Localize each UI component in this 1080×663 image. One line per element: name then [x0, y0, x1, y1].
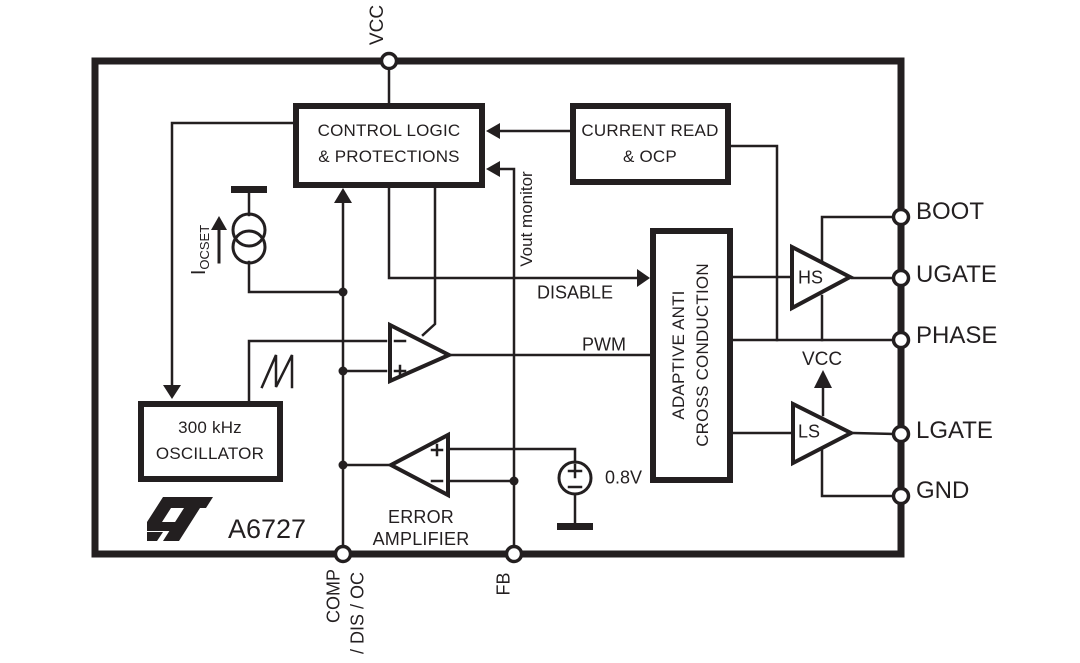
wire-currentread-to-phase [729, 144, 779, 342]
control-logic-box [293, 103, 485, 188]
junction-dot-comparator-plus [338, 366, 348, 376]
error-amplifier-label: ERROR AMPLIFIER [373, 506, 470, 550]
control-logic-label: CONTROL LOGIC & PROTECTIONS [318, 118, 461, 170]
hs-driver-label: HS [798, 267, 824, 288]
pin-label-dis-oc: / DIS / OC [347, 571, 368, 655]
control-logic-label-line2: & PROTECTIONS [318, 147, 460, 166]
wire-source-to-comp-node [247, 260, 343, 294]
pin-label-phase: PHASE [916, 322, 998, 349]
signal-label-pwm: PWM [582, 334, 626, 355]
anti-cross-label: ADAPTIVE ANTI CROSS CONDUCTION [667, 263, 715, 447]
junction-dot-fb-erramp [509, 476, 519, 486]
anti-cross-label-line1: ADAPTIVE ANTI [669, 290, 688, 420]
pin-label-ugate: UGATE [916, 261, 997, 288]
pin-label-lgate: LGATE [916, 417, 993, 444]
pin-label-fb: FB [493, 572, 514, 596]
arrowhead-iocset [211, 216, 227, 230]
ls-driver-label: LS [798, 421, 821, 442]
sawtooth-waveform-icon [260, 354, 294, 389]
chip-boundary-box [91, 57, 905, 558]
wire-boot-to-hs [820, 215, 896, 264]
ls-driver-triangle [791, 400, 856, 467]
wire-erramp-plus-input [447, 447, 577, 464]
current-source-circle-bottom [231, 229, 267, 265]
oscillator-box [138, 401, 283, 482]
iocset-subscript-text: OCSET [197, 224, 212, 270]
current-source-circle-top [231, 212, 267, 248]
current-read-label-line2: & OCP [623, 147, 677, 166]
pin-circle-boot [891, 207, 911, 227]
arrowhead-currentread-into-control [486, 123, 500, 139]
wire-vout-monitor-fb [497, 167, 516, 551]
arrowhead-vcc-to-ls [814, 370, 832, 388]
wire-ls-to-lgate [852, 431, 896, 436]
vref-source-circle [557, 460, 593, 496]
pin-connectors [333, 51, 911, 564]
control-logic-label-line1: CONTROL LOGIC [317, 121, 461, 140]
pin-label-boot: BOOT [916, 198, 985, 225]
supply-rail-bar [231, 186, 267, 193]
pwm-comparator-triangle [388, 321, 454, 385]
current-read-label-line1: CURRENT READ [581, 121, 719, 140]
signal-label-vcc-ls: VCC [801, 349, 843, 370]
pin-circle-ugate [891, 268, 911, 288]
pin-circle-gnd [891, 486, 911, 506]
signal-label-vref: 0.8V [605, 467, 643, 488]
error-amplifier-label-line1: ERROR [387, 507, 455, 527]
pin-circle-phase [891, 330, 911, 350]
arrowhead-disable-into-anticross [637, 269, 650, 287]
arrowhead-into-control-bottom [334, 188, 352, 203]
anti-cross-label-line2: CROSS CONDUCTION [693, 263, 712, 447]
filled-marks [147, 123, 832, 541]
st-logo [147, 497, 213, 541]
arrowhead-into-oscillator [163, 385, 181, 399]
signal-label-iocset: IOCSET [188, 225, 212, 275]
junction-dot-erramp-output [338, 460, 348, 470]
hs-driver-triangle [790, 243, 855, 312]
signal-label-vout-monitor: Vout monitor [517, 171, 536, 267]
anti-cross-conduction-box [650, 228, 733, 483]
pin-circle-lgate [891, 424, 911, 444]
current-read-box [570, 103, 731, 185]
oscillator-label: 300 kHz OSCILLATOR [156, 415, 264, 467]
wire-control-to-comparator-tap [421, 186, 437, 337]
wire-disable [387, 186, 639, 280]
oscillator-label-line2: OSCILLATOR [155, 444, 265, 463]
pin-label-vcc: VCC [367, 4, 388, 46]
wires [170, 67, 896, 551]
oscillator-label-line1: 300 kHz [178, 418, 242, 437]
iocset-main-text: I [188, 269, 210, 276]
pin-circle-vcc [379, 51, 399, 71]
polarity-marks [393, 339, 583, 489]
pin-label-gnd: GND [916, 477, 970, 504]
current-read-label: CURRENT READ & OCP [581, 118, 718, 170]
junction-dot-comp-source [338, 287, 348, 297]
wire-control-to-oscillator [170, 121, 295, 388]
pin-circle-fb [504, 544, 524, 564]
signal-label-disable: DISABLE [536, 282, 614, 303]
wire-ls-to-gnd [820, 448, 896, 498]
wire-oscillator-to-comparator [247, 339, 388, 402]
error-amplifier-triangle [386, 431, 450, 499]
pin-label-comp: COMP [323, 569, 344, 623]
part-number: A6727 [228, 514, 307, 544]
arrowhead-voutmonitor-into-control [486, 161, 500, 177]
error-amplifier-label-line2: AMPLIFIER [372, 529, 470, 549]
ground-bar [557, 523, 593, 530]
pin-circle-comp [333, 544, 353, 564]
